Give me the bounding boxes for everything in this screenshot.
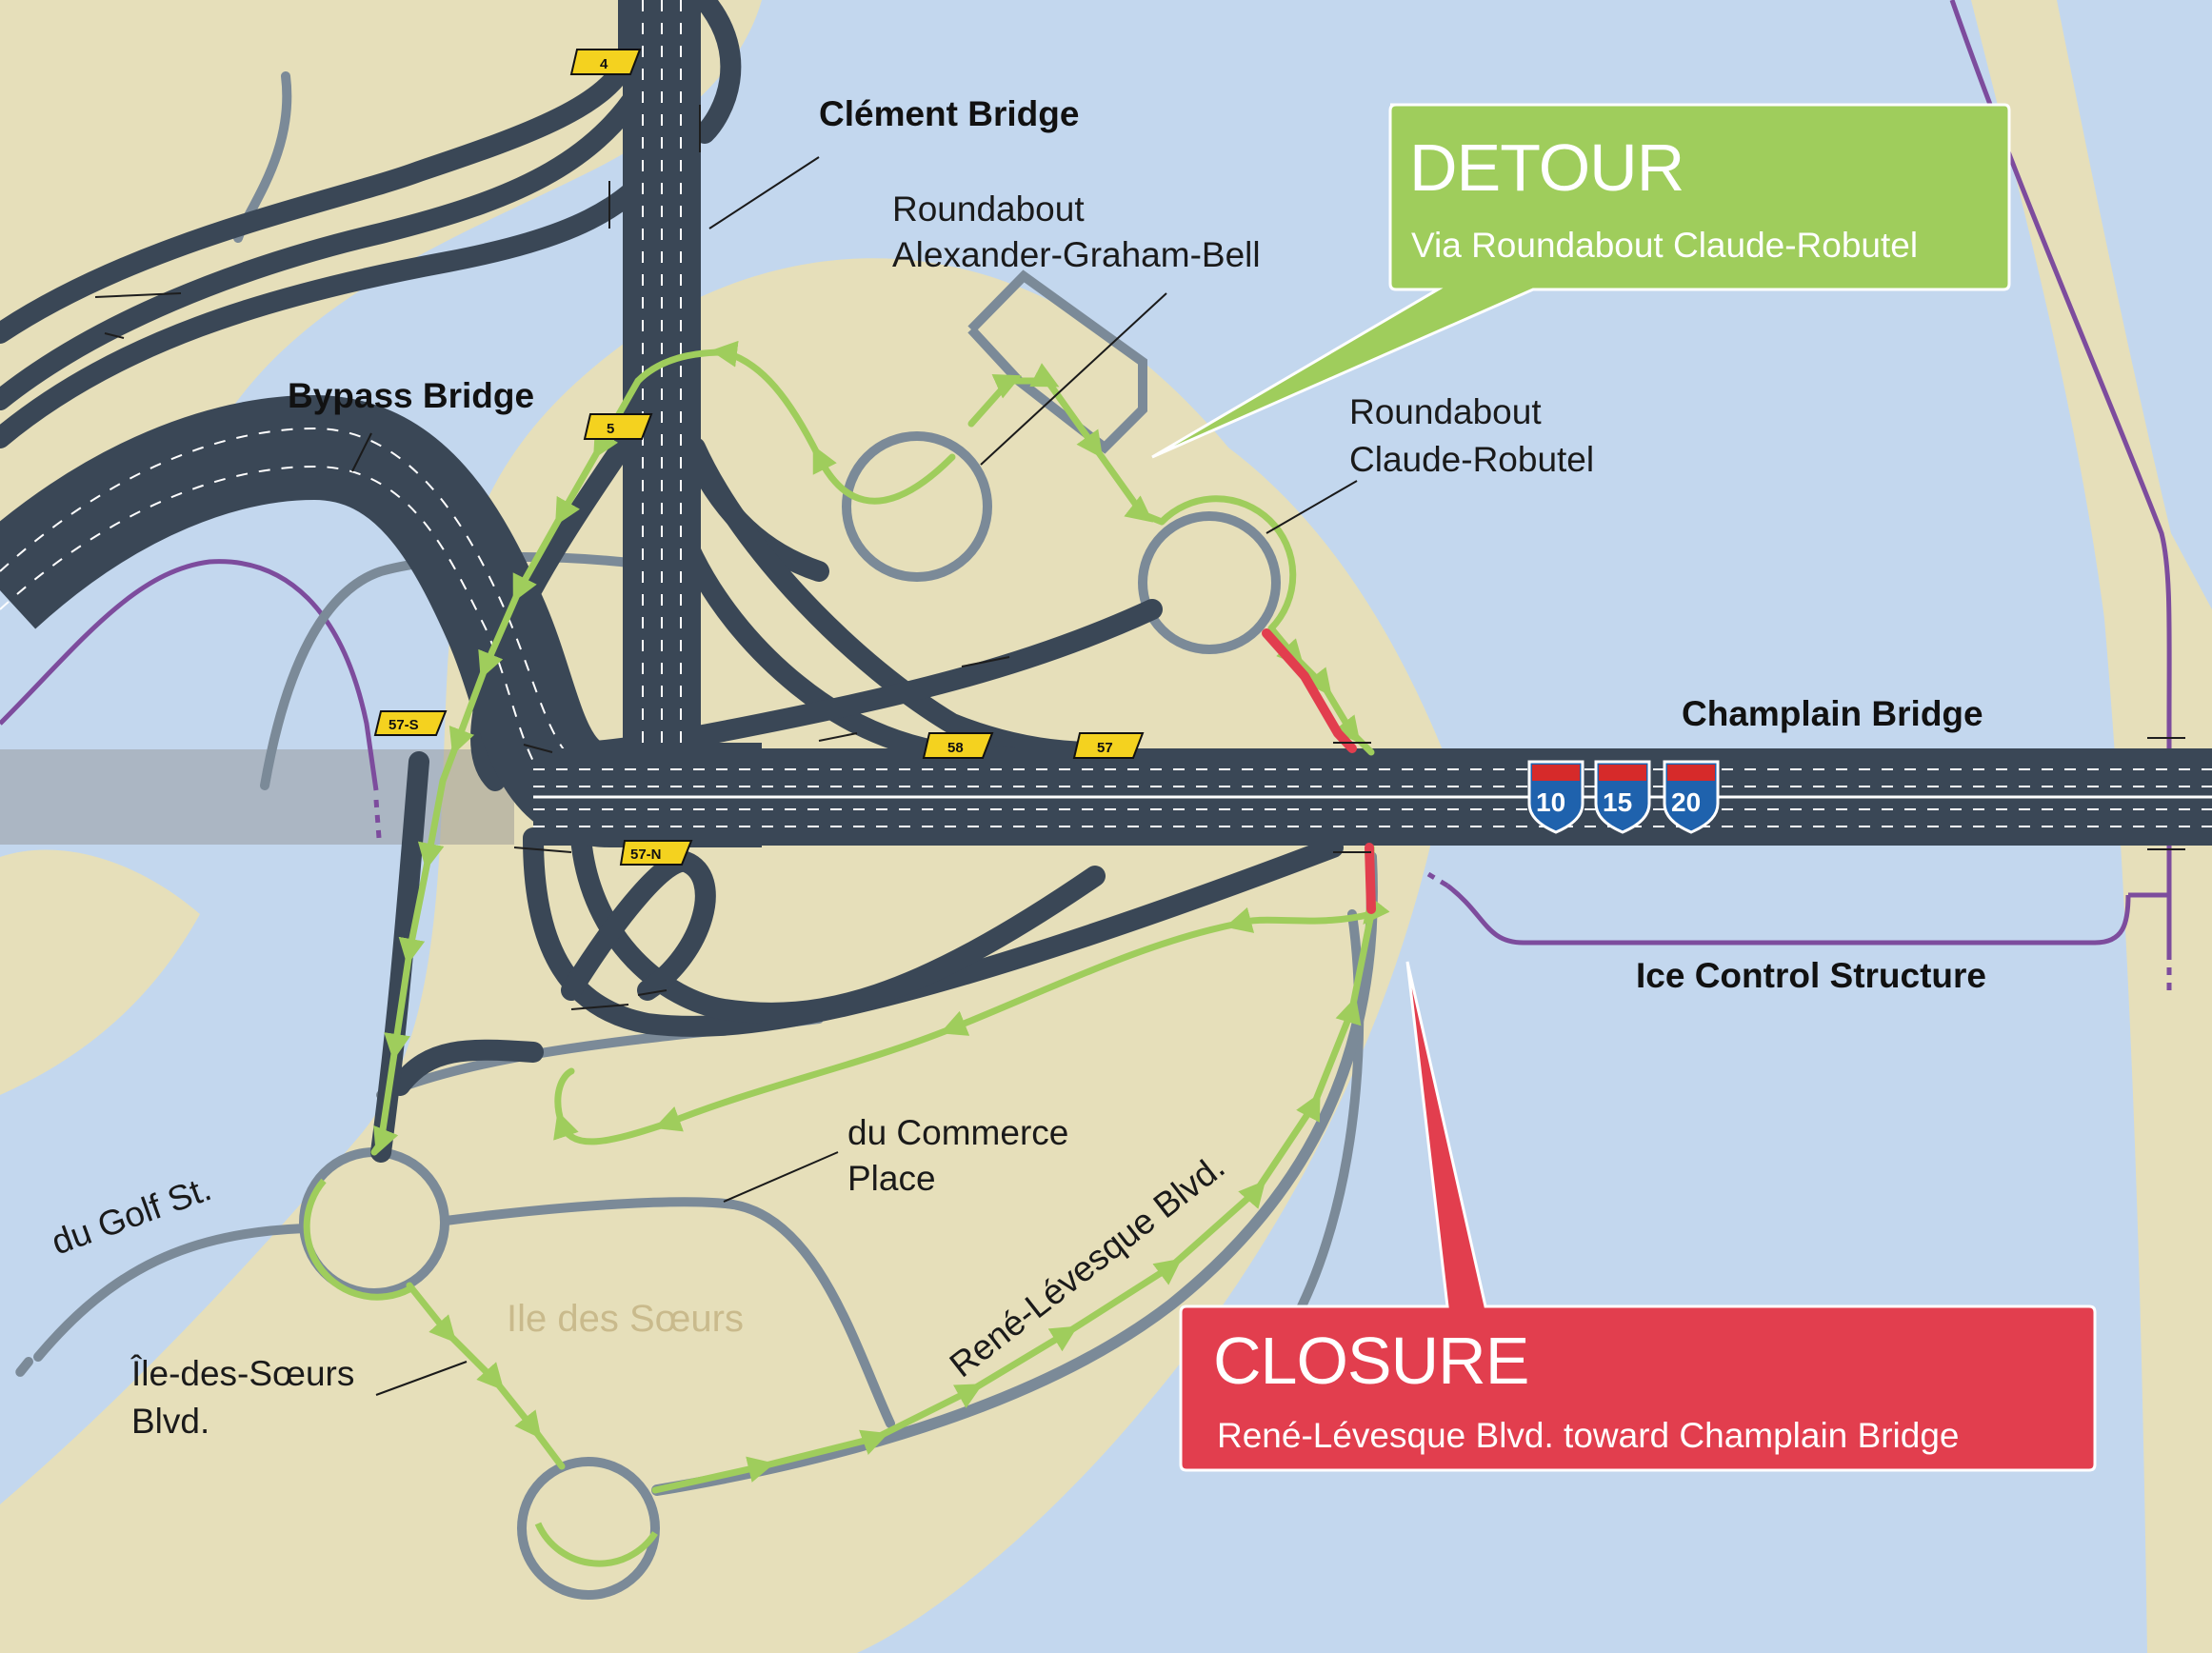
- label-du-commerce-1: du Commerce: [847, 1113, 1068, 1152]
- closure-callout: CLOSURE René-Lévesque Blvd. toward Champ…: [1179, 961, 2097, 1472]
- route-badge-58: 58: [922, 732, 994, 759]
- label-ile-blvd-2: Blvd.: [131, 1402, 209, 1441]
- detour-title: DETOUR: [1409, 130, 1684, 205]
- land-east-strip: [1971, 0, 2212, 1653]
- closure-segment: [1262, 628, 1376, 914]
- svg-text:10: 10: [1536, 787, 1565, 817]
- label-roundabout-agb-2: Alexander-Graham-Bell: [892, 235, 1261, 274]
- label-roundabout-cr-2: Claude-Robutel: [1349, 440, 1594, 479]
- bridge-ticks: [94, 105, 2185, 1010]
- svg-text:57-S: 57-S: [389, 717, 419, 733]
- shield-15: 15: [1594, 760, 1651, 834]
- highway-shields: 10 15 20: [1527, 760, 1720, 834]
- detour-subtitle: Via Roundabout Claude-Robutel: [1411, 226, 1918, 265]
- leader-lines: [351, 156, 1358, 1396]
- label-clement-bridge: Clément Bridge: [819, 94, 1079, 133]
- label-ile-blvd-1: Île-des-Sœurs: [130, 1354, 354, 1393]
- detour-route: [370, 340, 1390, 1494]
- svg-text:4: 4: [600, 56, 608, 72]
- route-badges: 4 5 57-S 57-N 58 57: [373, 49, 1145, 866]
- route-badge-57-s: 57-S: [373, 710, 448, 736]
- label-du-commerce-2: Place: [847, 1159, 936, 1198]
- closure-subtitle: René-Lévesque Blvd. toward Champlain Bri…: [1217, 1416, 1960, 1455]
- route-badge-57: 57: [1072, 732, 1145, 759]
- champlain-bridge: [533, 748, 2212, 846]
- svg-text:20: 20: [1671, 787, 1701, 817]
- detour-callout: DETOUR Via Roundabout Claude-Robutel: [1151, 103, 2011, 459]
- roundabout-south: [517, 1457, 660, 1600]
- route-badge-57-n: 57-N: [619, 840, 693, 866]
- label-island: Ile des Sœurs: [507, 1298, 744, 1340]
- svg-text:57: 57: [1097, 740, 1113, 756]
- shield-10: 10: [1527, 760, 1584, 834]
- label-ice-control: Ice Control Structure: [1636, 956, 1986, 995]
- svg-text:57-N: 57-N: [630, 846, 662, 863]
- label-roundabout-agb-1: Roundabout: [892, 189, 1085, 229]
- land-west-peninsula: [0, 849, 200, 1095]
- svg-text:15: 15: [1603, 787, 1632, 817]
- route-badge-4: 4: [569, 49, 642, 75]
- closure-title: CLOSURE: [1213, 1324, 1528, 1398]
- route-badge-5: 5: [583, 413, 653, 440]
- label-bypass-bridge: Bypass Bridge: [288, 376, 534, 415]
- label-roundabout-cr-1: Roundabout: [1349, 392, 1542, 431]
- shield-20: 20: [1663, 760, 1720, 834]
- label-champlain-bridge: Champlain Bridge: [1682, 694, 1983, 733]
- svg-text:58: 58: [947, 740, 964, 756]
- roundabout-claude-robutel: [1138, 511, 1281, 654]
- detour-roundabout-arcs: [303, 495, 1297, 1567]
- svg-text:5: 5: [607, 421, 614, 437]
- roundabout-alexander-graham-bell: [842, 431, 992, 582]
